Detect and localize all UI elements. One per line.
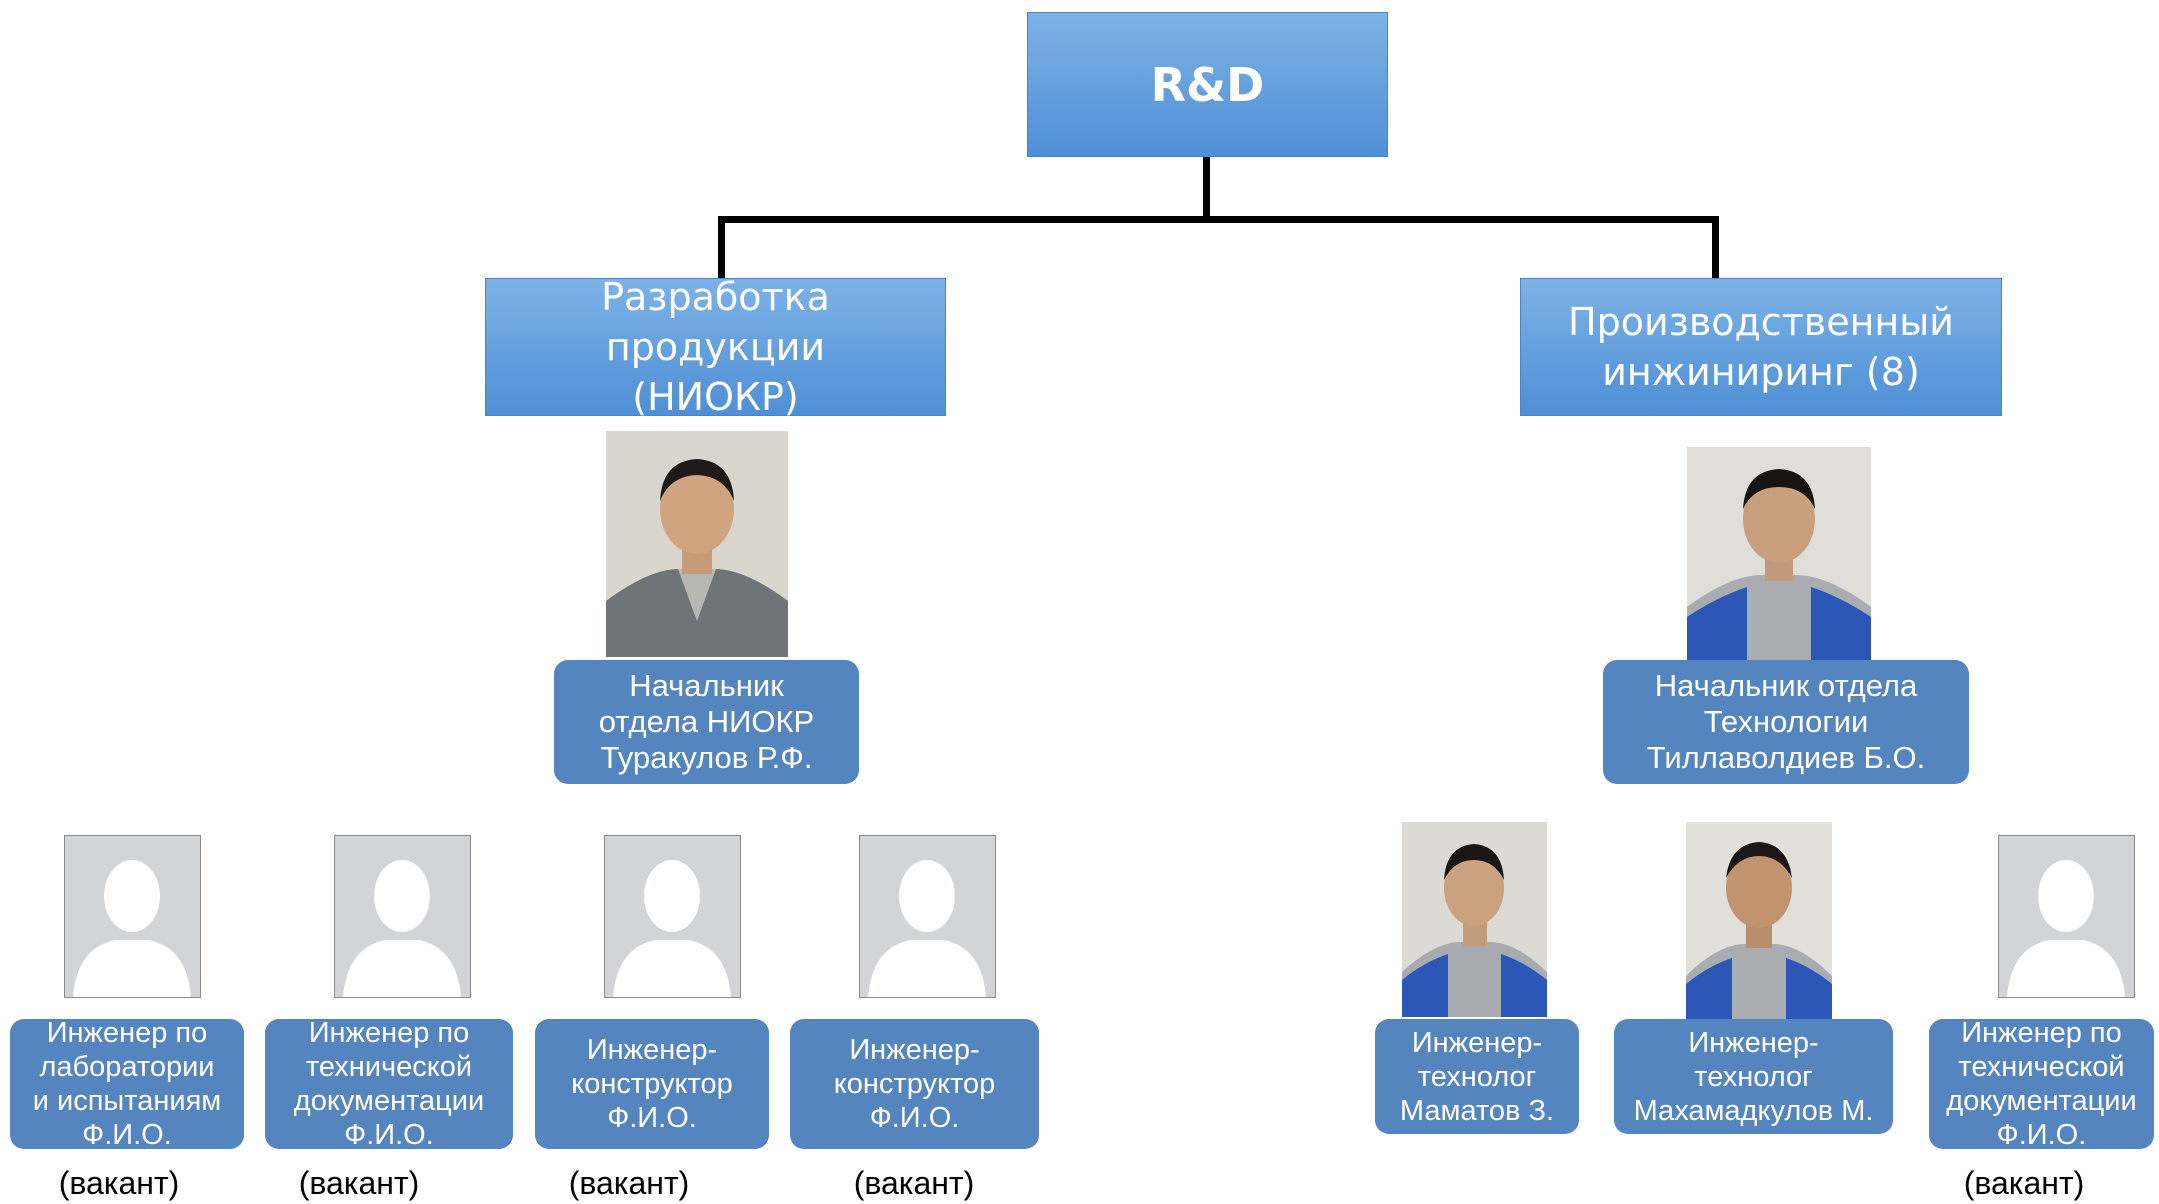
head-photo-technology: [1687, 447, 1871, 665]
role-line1: Инженер-: [586, 1034, 718, 1066]
dept-label-line1: Разработка продукции: [601, 275, 830, 369]
person-silhouette-icon: [335, 836, 470, 997]
role-line1: Инженер-: [849, 1034, 980, 1066]
role-line3: Махамадкулов М.: [1633, 1094, 1874, 1127]
role-line4: Ф.И.О.: [82, 1119, 172, 1151]
head-role-niokr: Начальник отдела НИОКР Туракулов Р.Ф.: [554, 660, 859, 784]
role-line1: Инженер-: [1688, 1026, 1819, 1059]
role-line2: отдела НИОКР: [598, 704, 815, 739]
staff-role-docs-engineer: Инженер по технической документации Ф.И.…: [1929, 1017, 2154, 1151]
role-line1: Начальник: [629, 668, 784, 703]
staff-photo-placeholder: [334, 835, 471, 998]
role-line1: Инженер по: [1961, 1017, 2122, 1049]
vacancy-status: (вакант): [58, 1165, 180, 1201]
root-node-rd: R&D: [1027, 12, 1388, 157]
dept-label-line2: (НИОКР): [632, 375, 799, 419]
head-role-technology: Начальник отдела Технологии Тиллаволдиев…: [1603, 660, 1969, 784]
role-line2: конструктор: [833, 1068, 996, 1100]
role-line2: технической: [305, 1051, 473, 1083]
staff-role-design-engineer: Инженер- конструктор Ф.И.О.: [535, 1019, 769, 1149]
vacancy-status: (вакант): [568, 1165, 690, 1201]
person-silhouette-icon: [1999, 836, 2134, 997]
connector-horizontal: [718, 216, 1719, 223]
staff-role-design-engineer: Инженер- конструктор Ф.И.О.: [790, 1019, 1039, 1149]
role-line1: Инженер по: [46, 1017, 208, 1049]
vacancy-status: (вакант): [853, 1165, 975, 1201]
staff-photo-makhamadkulov: [1686, 822, 1832, 1022]
role-line3: и испытаниям: [32, 1085, 222, 1117]
staff-role-docs-engineer: Инженер по технической документации Ф.И.…: [265, 1017, 513, 1151]
head-photo-niokr: [606, 431, 788, 657]
connector-right-down: [1712, 216, 1719, 278]
dept-label-line2: инжиниринг (8): [1602, 350, 1920, 394]
staff-role-technologist: Инженер- технолог Маматов З.: [1375, 1019, 1579, 1134]
role-line2: технолог: [1694, 1060, 1813, 1093]
role-line3: Ф.И.О.: [869, 1102, 960, 1134]
role-line3: Маматов З.: [1399, 1094, 1555, 1127]
role-line2: технолог: [1417, 1060, 1537, 1093]
person-silhouette-icon: [860, 836, 995, 997]
dept-product-development: Разработка продукции (НИОКР): [485, 275, 946, 419]
role-line4: Ф.И.О.: [1996, 1119, 2087, 1151]
role-line4: Ф.И.О.: [344, 1119, 434, 1151]
role-line3: Тиллаволдиев Б.О.: [1646, 740, 1926, 775]
connector-root-down: [1203, 157, 1210, 219]
role-line2: технической: [1958, 1051, 2125, 1083]
staff-role-technologist: Инженер- технолог Махамадкулов М.: [1614, 1019, 1893, 1134]
staff-photo-placeholder: [64, 835, 201, 998]
staff-photo-placeholder: [1998, 835, 2135, 998]
role-line3: Ф.И.О.: [607, 1102, 697, 1134]
root-label: R&D: [1150, 57, 1265, 112]
dept-label-line1: Производственный: [1568, 300, 1954, 344]
role-line1: Инженер-: [1411, 1026, 1543, 1059]
staff-role-lab-engineer: Инженер по лаборатории и испытаниям Ф.И.…: [10, 1017, 244, 1151]
person-silhouette-icon: [65, 836, 200, 997]
role-line2: лаборатории: [39, 1051, 215, 1083]
vacancy-status: (вакант): [1963, 1165, 2085, 1201]
connector-left-down: [718, 216, 725, 278]
role-line3: документации: [293, 1085, 485, 1117]
role-line3: документации: [1946, 1085, 2137, 1117]
role-line1: Инженер по: [308, 1017, 470, 1049]
role-line2: конструктор: [571, 1068, 733, 1100]
role-line1: Начальник отдела: [1654, 668, 1918, 703]
staff-photo-placeholder: [859, 835, 996, 998]
role-line3: Туракулов Р.Ф.: [600, 740, 813, 775]
vacancy-status: (вакант): [298, 1165, 420, 1201]
role-line2: Технологии: [1703, 704, 1869, 739]
person-silhouette-icon: [605, 836, 740, 997]
staff-photo-placeholder: [604, 835, 741, 998]
staff-photo-mamatov: [1402, 822, 1547, 1017]
dept-production-engineering: Производственный инжиниринг (8): [1520, 278, 2002, 416]
